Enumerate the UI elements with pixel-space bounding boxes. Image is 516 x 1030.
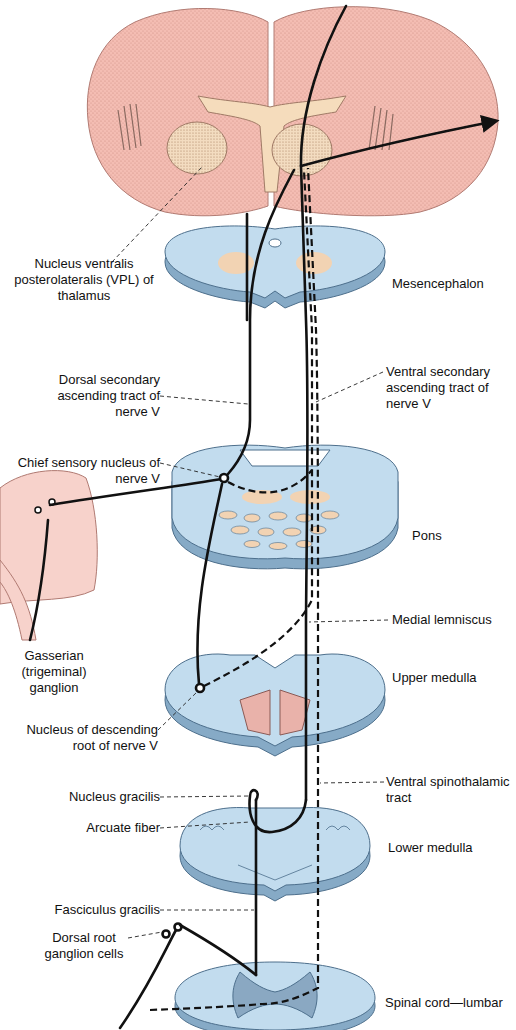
structure-label: Mesencephalon (392, 276, 516, 292)
art-ellipse (219, 511, 237, 519)
art-line (112, 166, 203, 262)
art-path (228, 470, 312, 492)
structure-label: Medial lemniscus (392, 612, 516, 628)
structure-label: Spinal cord—lumbar (385, 995, 516, 1011)
art-path (150, 168, 318, 1010)
art-g (200, 826, 350, 880)
dashed-pathways (150, 168, 318, 1010)
art-line (136, 104, 141, 146)
art-path (204, 170, 312, 686)
art-ellipse (218, 252, 254, 274)
art-line (160, 910, 254, 911)
structure-label: Upper medulla (392, 670, 516, 686)
art-ellipse (296, 541, 312, 548)
art-use (172, 445, 398, 559)
art-line (160, 396, 248, 404)
art-line (160, 463, 220, 477)
art-g (118, 104, 393, 150)
art-line (118, 110, 124, 150)
art-ellipse (321, 511, 339, 519)
art-ellipse (269, 239, 281, 247)
art-use (175, 962, 375, 1030)
structure-label: Dorsal secondary ascending tract of nerv… (38, 372, 160, 420)
art-use (180, 808, 370, 891)
art-line (160, 822, 250, 828)
structure-label: Gasserian (trigeminal) ganglion (12, 648, 96, 696)
art-line (128, 932, 162, 938)
art-ellipse (244, 514, 260, 522)
art-path (120, 930, 176, 1028)
structure-label: Chief sensory nucleus of nerve V (6, 455, 160, 487)
art-path (274, 7, 498, 216)
art-line (160, 796, 250, 797)
art-circle (196, 684, 204, 692)
art-ellipse (167, 122, 227, 174)
art-path (246, 214, 249, 320)
lower-medulla-slice (180, 808, 370, 901)
structure-label: Ventral spinothalamic tract (386, 774, 516, 806)
art-ellipse (231, 526, 249, 534)
art-path (197, 484, 222, 684)
structure-label: Arcuate fiber (40, 820, 160, 836)
mesencephalon-slice (165, 226, 385, 308)
art-line (375, 108, 381, 150)
art-ellipse (269, 512, 287, 520)
neural-pathways (30, 6, 496, 1028)
brain-section (87, 7, 498, 216)
art-path (0, 560, 36, 640)
art-g (219, 511, 339, 550)
art-path (326, 826, 350, 830)
structure-label: Dorsal root ganglion cells (38, 930, 130, 962)
structure-label: Nucleus gracilis (40, 789, 160, 805)
art-path (301, 121, 496, 166)
structure-label: Pons (412, 528, 512, 544)
art-path (240, 450, 330, 466)
art-ellipse (296, 514, 312, 522)
art-ellipse (269, 543, 287, 550)
art-line (158, 692, 197, 730)
art-path (301, 166, 308, 800)
art-path (301, 6, 346, 166)
art-line (124, 106, 130, 150)
art-circle (35, 507, 41, 513)
art-ellipse (290, 490, 330, 504)
pons-slice (172, 445, 398, 569)
art-ellipse (244, 541, 260, 548)
art-circle (220, 474, 228, 482)
art-path (30, 520, 48, 640)
art-path (274, 7, 498, 216)
art-ellipse (258, 528, 274, 536)
spinal-cord-slice (175, 962, 375, 1030)
art-line (369, 106, 375, 150)
art-ellipse (283, 528, 301, 536)
art-circle (163, 931, 170, 938)
structure-label: Fasciculus gracilis (30, 902, 160, 918)
structure-label: Ventral secondary ascending tract of ner… (386, 364, 514, 412)
art-line (309, 620, 388, 622)
art-path (250, 790, 306, 832)
art-path (238, 865, 312, 880)
structure-label: Nucleus of descending root of nerve V (6, 722, 158, 754)
art-use (165, 226, 385, 298)
art-ellipse (296, 252, 332, 274)
art-path (228, 170, 294, 474)
art-path (200, 826, 224, 830)
structure-label: Lower medulla (388, 840, 516, 856)
art-line (320, 782, 384, 783)
structure-label: Nucleus ventralis posterolateralis (VPL)… (0, 256, 168, 304)
art-path (180, 925, 256, 975)
trigeminal-ganglion (0, 471, 97, 640)
art-path (240, 690, 270, 735)
art-line (316, 372, 383, 402)
art-line (130, 104, 136, 148)
